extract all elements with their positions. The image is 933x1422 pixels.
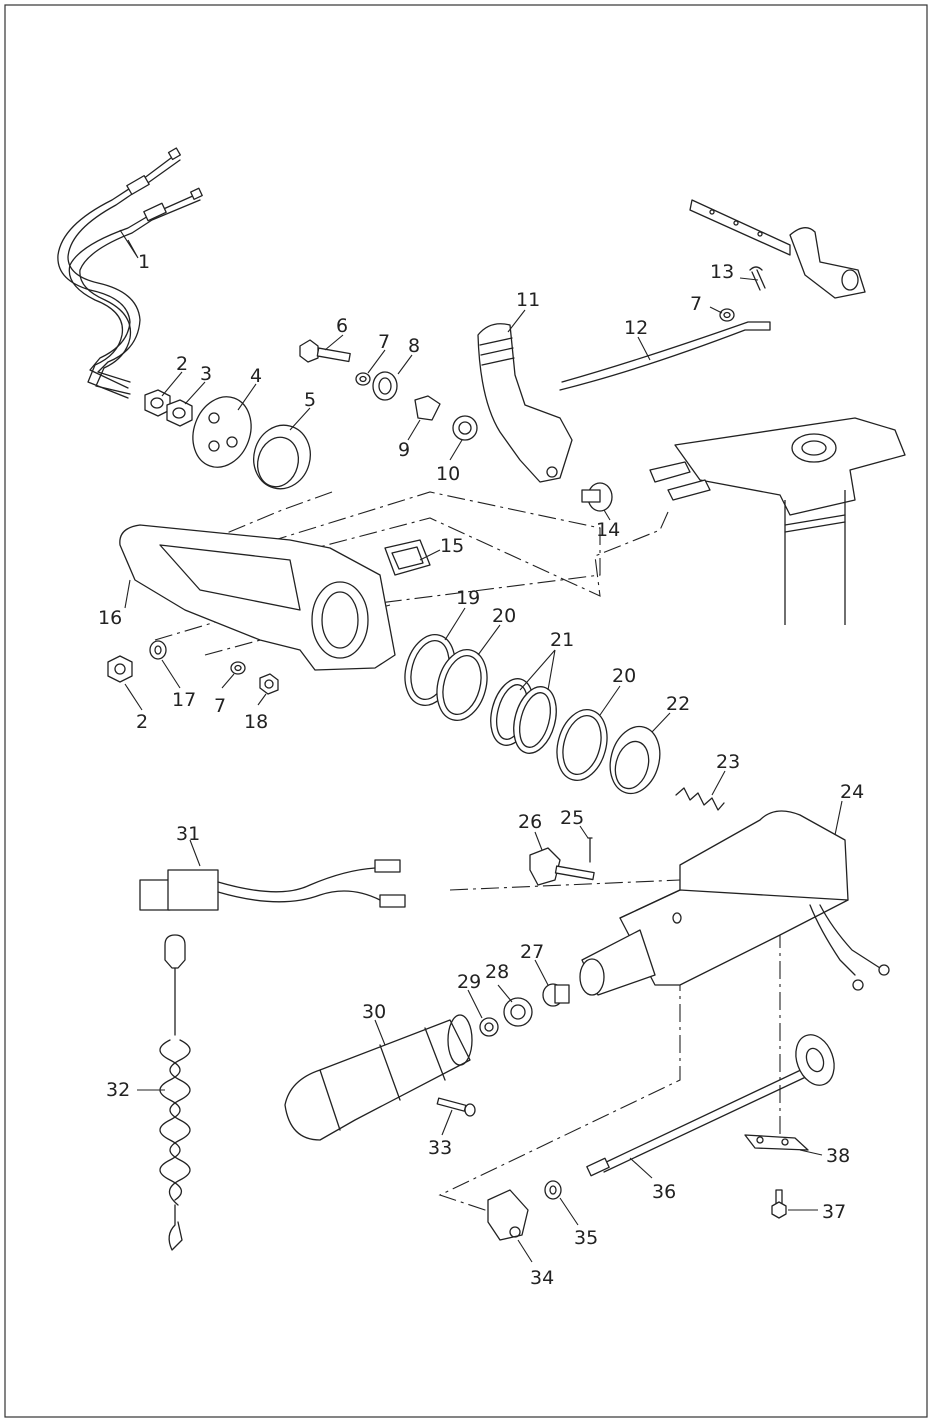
- callout-30: 30: [362, 1001, 386, 1023]
- callout-7c: 7: [214, 695, 226, 717]
- part-1-control-cables: [57, 147, 203, 399]
- part-15-grommet: [384, 539, 431, 576]
- callout-33: 33: [428, 1137, 452, 1159]
- callout-16: 16: [98, 607, 122, 629]
- part-28-spring: [503, 997, 533, 1027]
- part-2-nut: [144, 389, 171, 417]
- part-20-ring: [436, 649, 608, 781]
- part-31-stop-switch: [139, 859, 406, 911]
- part-8-collar: [372, 371, 398, 401]
- part-12-link-rod: [559, 321, 771, 391]
- part-2-nut-lower: [107, 655, 133, 683]
- callout-28: 28: [485, 961, 509, 983]
- callout-22: 22: [666, 693, 690, 715]
- callout-3: 3: [200, 363, 212, 385]
- callout-2: 2: [176, 353, 188, 375]
- part-13-cotter-pin: [749, 266, 766, 291]
- part-10-washer: [452, 415, 478, 441]
- callout-7: 7: [378, 331, 390, 353]
- part-21-rings: [490, 678, 557, 754]
- swivel-bracket: [649, 417, 906, 625]
- part-11-shift-lever: [477, 323, 573, 483]
- part-35-washer: [544, 1180, 562, 1200]
- callout-7b: 7: [690, 293, 702, 315]
- callout-12: 12: [624, 317, 648, 339]
- part-24-tiller-arm: [619, 810, 890, 991]
- callout-25: 25: [560, 807, 584, 829]
- callout-34: 34: [530, 1267, 554, 1289]
- callout-9: 9: [398, 439, 410, 461]
- callout-32: 32: [106, 1079, 130, 1101]
- callout-29: 29: [457, 971, 481, 993]
- callout-35: 35: [574, 1227, 598, 1249]
- throttle-shaft: [579, 929, 656, 996]
- callout-24: 24: [840, 781, 864, 803]
- callout-10: 10: [436, 463, 460, 485]
- part-17-washer: [149, 640, 167, 660]
- callout-20b: 20: [612, 665, 636, 687]
- callout-36: 36: [652, 1181, 676, 1203]
- callout-26: 26: [518, 811, 542, 833]
- part-5-bushing: [253, 424, 311, 490]
- callout-11: 11: [516, 289, 540, 311]
- part-22-bushing: [609, 725, 661, 795]
- leader-lines: [119, 229, 843, 1263]
- callout-2b: 2: [136, 711, 148, 733]
- callout-37: 37: [822, 1201, 846, 1223]
- part-3-nut: [166, 399, 193, 427]
- part-6-bolt: [299, 339, 351, 363]
- part-30-throttle-grip: [284, 1014, 473, 1141]
- part-38-plate: [744, 1134, 809, 1151]
- callout-19: 19: [456, 587, 480, 609]
- callout-23: 23: [716, 751, 740, 773]
- shift-rod-assembly: [689, 199, 866, 299]
- part-16-tiller-bracket: [119, 524, 396, 671]
- callout-13: 13: [710, 261, 734, 283]
- callout-17: 17: [172, 689, 196, 711]
- callout-labels: 1 2 3 4 5 6 7 8 9 10 11 12 13 7 14 15 16…: [98, 251, 864, 1289]
- part-18-nut: [259, 673, 279, 695]
- part-26-throttle-knob: [529, 847, 595, 886]
- callout-15: 15: [440, 535, 464, 557]
- callout-6: 6: [336, 315, 348, 337]
- diagram-frame: [4, 4, 928, 1418]
- part-4-friction-plate: [192, 396, 252, 468]
- part-37-screw: [771, 1189, 787, 1219]
- part-33-screw: [436, 1097, 476, 1117]
- callout-18: 18: [244, 711, 268, 733]
- callout-14: 14: [596, 519, 620, 541]
- part-7-washer: [230, 308, 735, 675]
- callout-27: 27: [520, 941, 544, 963]
- callout-8: 8: [408, 335, 420, 357]
- part-9-clip: [414, 395, 441, 421]
- callout-31: 31: [176, 823, 200, 845]
- callout-20: 20: [492, 605, 516, 627]
- part-27-bushing: [542, 983, 570, 1007]
- callout-1: 1: [138, 251, 150, 273]
- part-34-clamp: [487, 1189, 529, 1241]
- part-36-throttle-cable: [586, 1034, 835, 1177]
- callout-4: 4: [250, 365, 262, 387]
- part-14-pin: [581, 482, 613, 512]
- part-25-pin: [587, 837, 593, 863]
- callout-38: 38: [826, 1145, 850, 1167]
- callout-5: 5: [304, 389, 316, 411]
- callout-21: 21: [550, 629, 574, 651]
- part-23-spring: [675, 787, 725, 811]
- part-32-lanyard: [159, 934, 191, 1251]
- part-29-washer: [479, 1017, 499, 1037]
